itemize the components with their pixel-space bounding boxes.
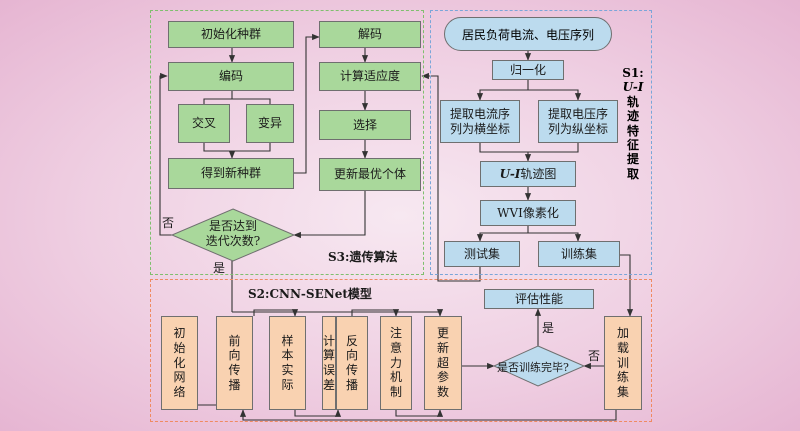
current-axis-box: 提取电流序列为横坐标 — [440, 100, 520, 143]
source-sequence-box: 居民负荷电流、电压序列 — [444, 17, 612, 51]
voltage-axis-box: 提取电压序列为纵坐标 — [538, 100, 618, 143]
s3-genetic-panel — [150, 10, 424, 275]
update-best-box: 更新最优个体 — [319, 158, 421, 191]
iteration-decision-text: 是否达到迭代次数? — [205, 219, 261, 248]
mutation-box: 变异 — [246, 104, 294, 143]
decode-box: 解码 — [319, 21, 421, 48]
s2-title: S2:CNN-SENet模型 — [248, 287, 372, 301]
test-set-box: 测试集 — [444, 241, 520, 267]
yes-label: 是 — [213, 261, 226, 275]
s2-model-panel — [150, 279, 652, 422]
step-init-network: 初始化网络 — [161, 316, 198, 410]
arrow-update-to-decision — [293, 191, 366, 239]
training-decision-text: 是否训练完毕? — [497, 361, 569, 374]
arrow-normalize-to-voltage — [528, 89, 582, 101]
arrow-decision-no-to-forward — [239, 409, 617, 421]
step-sample-actual: 样本实际 — [269, 316, 306, 410]
arrow-train-to-load — [620, 254, 634, 317]
normalize-box: 归一化 — [492, 60, 564, 80]
iteration-decision-diamond — [170, 208, 296, 262]
fitness-box: 计算适应度 — [319, 62, 421, 91]
arrow-backward-to-attention — [351, 309, 400, 317]
s2-yes-label: 是 — [542, 321, 555, 335]
arrow-crossover-to-new — [203, 143, 236, 159]
step-forward-propagation: 前向传播 — [216, 316, 253, 410]
s1-title: S1: U-I 轨 迹 特 征 提 取 — [622, 66, 644, 181]
arrow-mutation-join — [232, 143, 271, 152]
step-backward-propagation: 反向传播 — [336, 316, 368, 410]
s1-feature-panel — [430, 10, 652, 275]
init-population-box: 初始化种群 — [168, 21, 294, 48]
arrow-wvi-to-train — [528, 232, 582, 242]
evaluate-box: 评估性能 — [484, 289, 594, 309]
step-attention-mechanism: 注意力机制 — [380, 316, 412, 410]
arrow-forward-to-sample — [253, 309, 299, 317]
wvi-pixel-box: WVI像素化 — [480, 200, 576, 226]
arrow-decision-no-to-encode — [159, 72, 172, 236]
step-update-hyperparams: 更新超参数 — [424, 316, 462, 410]
arrow-voltage-join — [528, 143, 579, 153]
arrow-wvi-to-test — [476, 226, 529, 242]
training-decision-diamond — [492, 345, 586, 387]
new-population-box: 得到新种群 — [168, 158, 294, 189]
arrow-test-to-fitness — [421, 72, 481, 282]
arrow-encode-to-mutation — [232, 98, 271, 104]
arrow-new-to-decode — [294, 33, 320, 174]
no-label: 否 — [162, 216, 175, 230]
arrow-sample-to-error — [294, 409, 342, 417]
s2-no-label: 否 — [588, 349, 601, 363]
select-box: 选择 — [319, 110, 411, 140]
arrow-attention-to-update — [395, 409, 444, 417]
load-train-set-box: 加载训练集 — [604, 316, 642, 410]
crossover-box: 交叉 — [178, 104, 230, 143]
arrow-encode-to-crossover — [203, 91, 233, 104]
arrow-current-to-ui — [479, 143, 532, 162]
step-compute-error: 计算误差 — [322, 316, 336, 410]
encode-box: 编码 — [168, 62, 294, 91]
arrow-normalize-to-current — [476, 80, 529, 101]
train-set-box: 训练集 — [538, 241, 620, 267]
s3-title: S3:遗传算法 — [328, 250, 398, 264]
